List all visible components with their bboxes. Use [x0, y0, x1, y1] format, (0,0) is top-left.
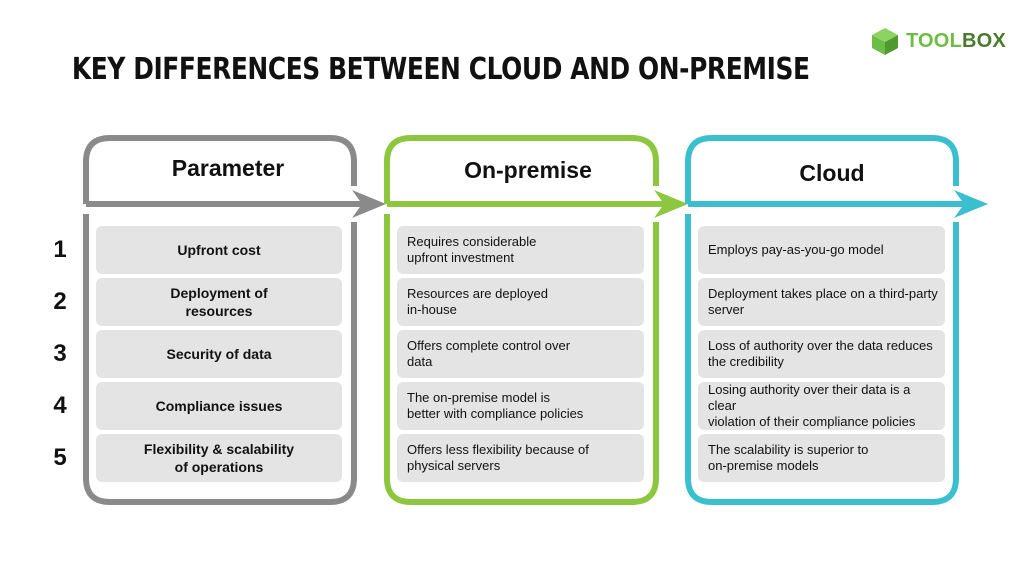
- parameter-cell: Compliance issues: [96, 382, 342, 430]
- parameter-cell: Security of data: [96, 330, 342, 378]
- row-number: 1: [53, 236, 67, 263]
- row-number: 5: [53, 444, 67, 471]
- cloud-frame: [685, 135, 974, 505]
- parameter-cell-text: Security of data: [166, 346, 272, 362]
- cloud-cell-text: Employs pay-as-you-go model: [708, 242, 884, 257]
- page-title: KEY DIFFERENCES BETWEEN CLOUD AND ON-PRE…: [71, 52, 810, 87]
- cloud-cell: Losing authority over their data is a cl…: [698, 382, 945, 430]
- logo-text-dark: BOX: [962, 29, 1006, 52]
- parameter-frame: [83, 135, 372, 505]
- row-number: 2: [53, 288, 67, 315]
- row-number: 3: [53, 340, 67, 367]
- parameter-column-title: Parameter: [171, 155, 285, 181]
- logo-text: TOOLBOX: [906, 30, 1006, 53]
- onpremise-column-title: On-premise: [464, 157, 592, 183]
- parameter-arrow: [352, 190, 386, 218]
- cloud-column-title: Cloud: [799, 160, 865, 186]
- cloud-cell: Employs pay-as-you-go model: [698, 226, 945, 274]
- parameter-cell-text: Upfront cost: [177, 242, 261, 258]
- toolbox-logo: TOOLBOX: [870, 26, 1006, 56]
- cube-icon: [872, 28, 898, 55]
- logo-text-light: TOOL: [906, 29, 962, 52]
- parameter-cell-text: Compliance issues: [155, 398, 283, 414]
- cloud-arrow: [954, 190, 988, 218]
- onpremise-arrow: [654, 190, 688, 218]
- row-number: 4: [53, 392, 67, 419]
- cloud-cell-text: Losing authority over their data is a cl…: [708, 382, 916, 429]
- onpremise-frame: [384, 135, 674, 505]
- parameter-cell: Upfront cost: [96, 226, 342, 274]
